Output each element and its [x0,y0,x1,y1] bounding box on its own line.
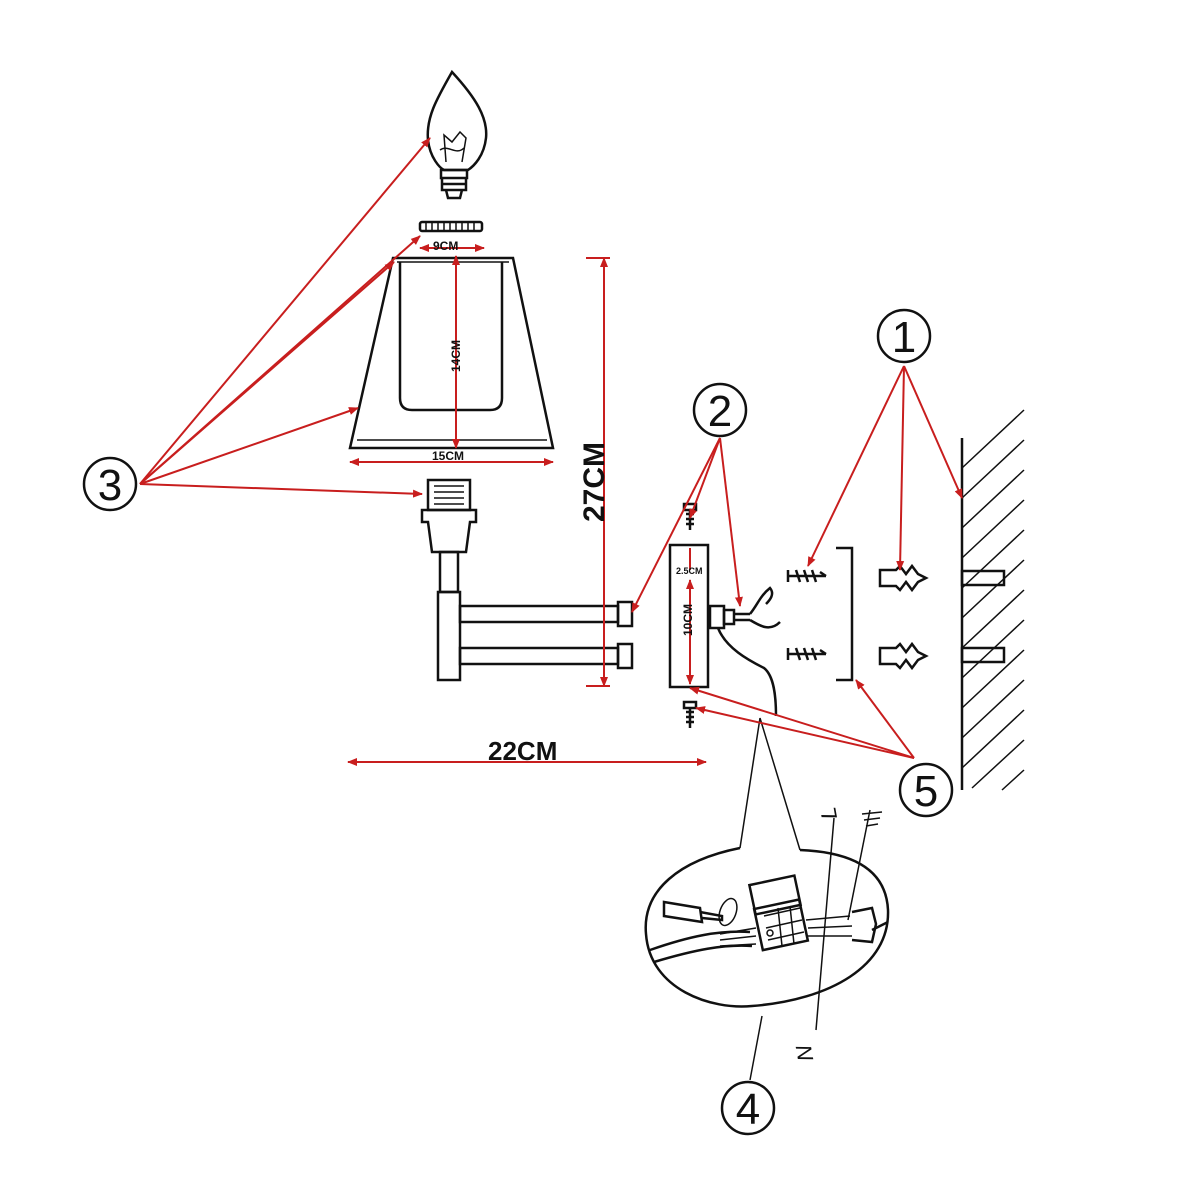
plate-screw-bottom [682,700,698,728]
callout-1-label: 1 [892,313,916,362]
wiring-detail [644,717,890,1081]
candle-bulb [426,69,488,200]
callout-5: 5 [898,762,954,818]
wall [960,409,1025,791]
callout-2-label: 2 [708,387,732,436]
dim-total-height: 27CM [578,442,611,522]
callout-4-label: 4 [736,1085,760,1134]
swing-arm [436,590,634,682]
dim-plate-height: 10CM [681,604,695,636]
callout-5-label: 5 [914,767,938,816]
wall-plug-top [878,563,929,593]
callout-3-label: 3 [98,461,122,510]
wire-label-neutral: N [791,1043,818,1063]
cable-connector [708,586,781,717]
callout-3: 3 [82,456,138,512]
dim-shade-bottom: 15CM [432,449,464,463]
dim-plate-gap: 2.5CM [676,566,703,576]
callout-2: 2 [692,382,748,438]
wall-plate [668,543,710,689]
wire-label-live: L [815,805,842,821]
wood-screw-bottom [786,647,827,661]
wall-plug-bottom [878,641,929,671]
mounting-bracket [836,546,854,682]
leader-lines [139,137,963,759]
wood-screw-top [786,569,827,583]
dim-arm-length: 22CM [488,736,557,766]
dim-shade-height: 14CM [449,340,463,372]
callout-1: 1 [876,308,932,364]
shade-ring-nut [418,220,484,233]
dimension-lines [347,244,707,766]
callout-4: 4 [720,1080,776,1136]
lamp-socket [420,478,478,594]
dim-shade-top: 9CM [433,239,458,253]
